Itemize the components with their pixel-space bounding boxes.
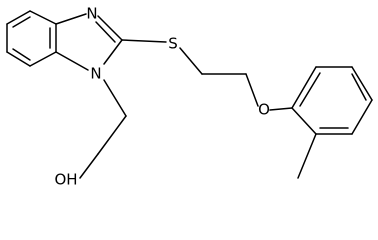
- bond-benzo-inner-1: [12, 16, 31, 28]
- bond-c2-n1: [103, 39, 123, 65]
- bond-ch2-ch2-hydroxy: [97, 115, 127, 155]
- bond-benzo-4: [29, 51, 57, 67]
- bond-tol-1: [291, 66, 317, 109]
- molecule-diagram: N N S O OH: [6, 4, 373, 189]
- bond-n3-c2: [97, 15, 123, 41]
- bond-tol-inner-2: [351, 73, 367, 101]
- bond-ch2-oh: [79, 153, 99, 179]
- bond-c3a-n3: [55, 13, 87, 25]
- bond-tol-inner-1: [299, 72, 321, 107]
- bond-n1-c7a: [55, 51, 89, 71]
- bond-n3-c2-double: [95, 21, 116, 43]
- bond-benzo-5: [6, 51, 31, 67]
- oxygen-ether-label: O: [258, 101, 270, 119]
- bond-tol-4: [351, 99, 373, 135]
- bond-benzo-1: [6, 10, 31, 25]
- bond-tol-3: [351, 66, 373, 101]
- bond-benzo-inner-3: [12, 48, 31, 61]
- bond-tol-6: [291, 107, 317, 135]
- bond-benzo-2: [29, 10, 57, 25]
- bond-s-ch2: [179, 47, 203, 75]
- bond-o-aryl: [269, 107, 293, 111]
- nitrogen-top-label: N: [86, 5, 97, 23]
- bond-n1-ch2: [103, 79, 127, 117]
- bond-ch2-o: [245, 73, 259, 107]
- structure-drawing: N N S O OH: [6, 5, 373, 189]
- hydroxyl-label: OH: [54, 171, 77, 189]
- bond-c2-s: [121, 39, 167, 43]
- nitrogen-bottom-label: N: [90, 65, 101, 83]
- sulfur-label: S: [168, 35, 178, 53]
- bond-methyl: [297, 133, 317, 179]
